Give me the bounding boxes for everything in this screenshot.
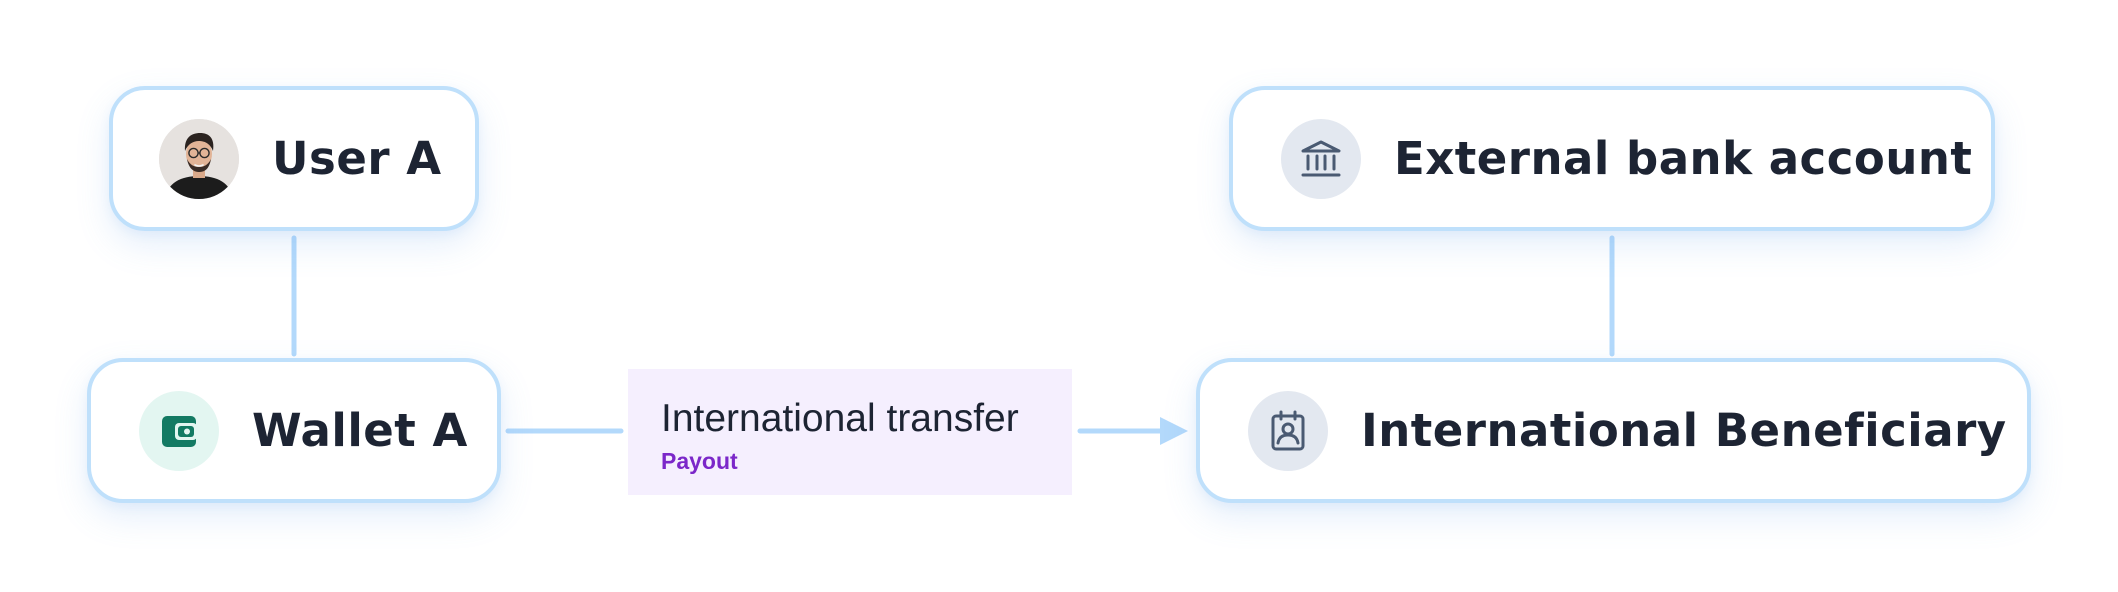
user-avatar-icon — [159, 118, 239, 199]
node-external-bank-account[interactable]: External bank account — [1229, 86, 1995, 231]
node-label: Wallet A — [252, 404, 468, 457]
beneficiary-badge-icon — [1248, 390, 1328, 471]
bank-icon — [1281, 118, 1361, 199]
node-international-beneficiary[interactable]: International Beneficiary — [1196, 358, 2031, 503]
node-label: External bank account — [1394, 132, 1973, 185]
node-wallet-a[interactable]: Wallet A — [87, 358, 501, 503]
arrow-head-icon — [1160, 417, 1188, 445]
transfer-tag: Payout — [661, 447, 738, 474]
transfer-title: International transfer — [661, 397, 1019, 440]
node-label: User A — [272, 132, 442, 185]
transfer-label-box[interactable]: International transfer Payout — [628, 369, 1072, 495]
node-user-a[interactable]: User A — [109, 86, 479, 231]
node-label: International Beneficiary — [1361, 404, 2007, 457]
wallet-icon — [139, 390, 219, 471]
